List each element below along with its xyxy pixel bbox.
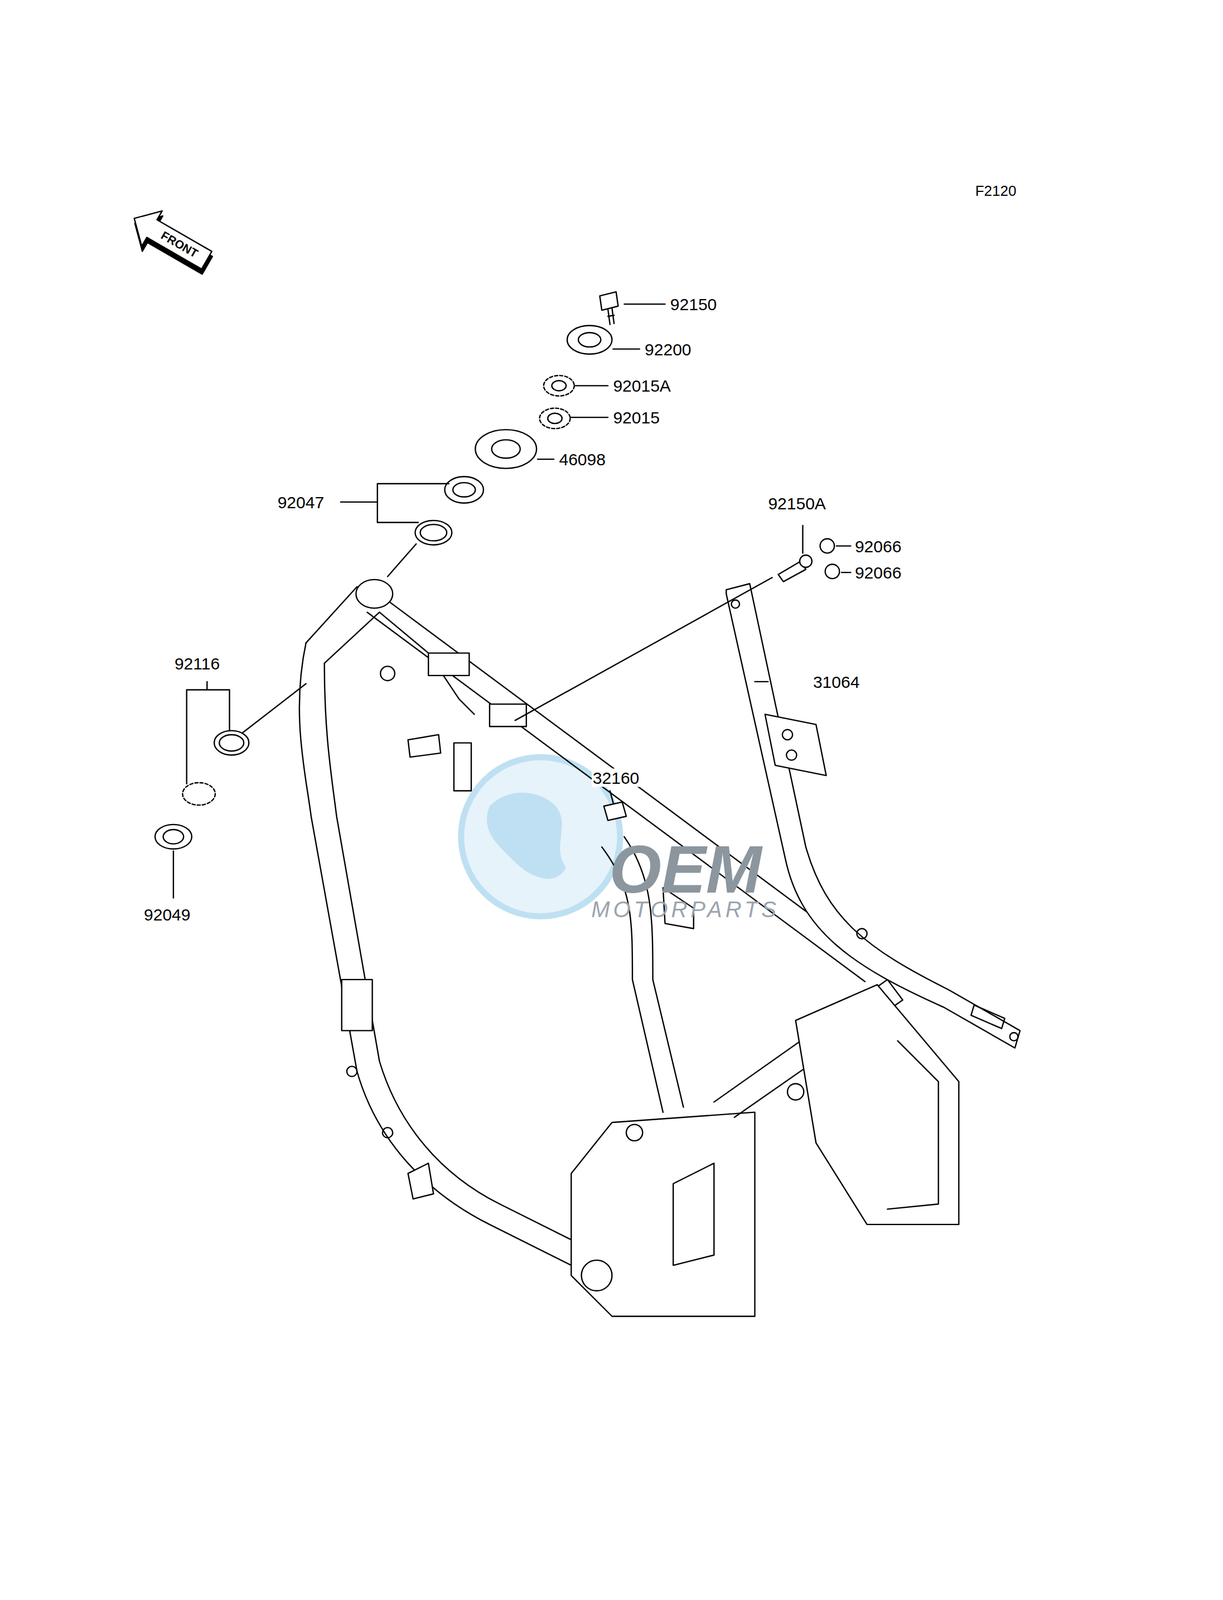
watermark: MOTORPARTS [590, 896, 781, 922]
callout-number: 92150A [766, 493, 827, 512]
callout-number: 92015A [611, 376, 672, 395]
callout-number: 92066 [853, 563, 903, 582]
callout-number: 92200 [643, 339, 693, 359]
callout-number: 92015 [611, 408, 661, 427]
callout-number: 92066 [853, 536, 903, 555]
callout-number: 31064 [811, 672, 861, 691]
callout-number: 32160 [591, 767, 641, 787]
callout-number: 46098 [557, 450, 607, 469]
watermark: OEM [607, 832, 763, 906]
callout-number: 92047 [276, 492, 326, 511]
callout-number: 92150 [669, 295, 718, 314]
figure-code: F2120 [974, 182, 1018, 200]
callout-number: 92049 [142, 904, 192, 923]
callout-number: 92116 [173, 653, 221, 673]
